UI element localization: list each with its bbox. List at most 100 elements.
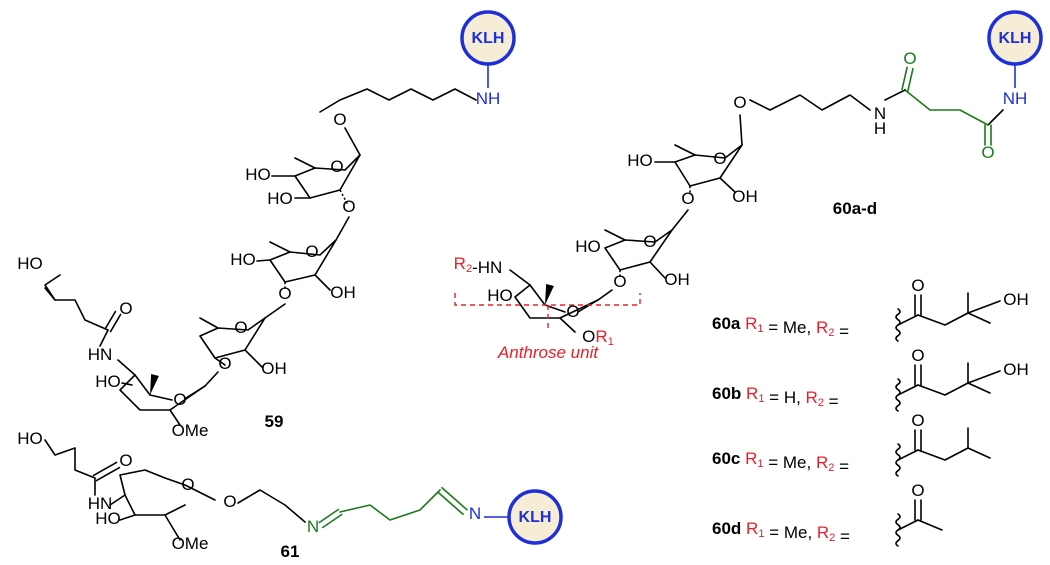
- variant-text: =: [834, 322, 849, 341]
- bond: [671, 209, 689, 231]
- label-part: Anthrose unit: [497, 343, 599, 362]
- imine-n: N: [469, 504, 481, 523]
- label-part: O: [330, 157, 343, 176]
- label-part: O: [305, 242, 318, 261]
- label-part: O: [119, 451, 132, 470]
- ho: HO: [627, 151, 653, 170]
- label-part: HN: [88, 494, 113, 513]
- label-part: O: [713, 149, 726, 168]
- label-part: -: [472, 258, 478, 277]
- ho: HO: [95, 509, 121, 528]
- bond: [559, 317, 576, 333]
- label-part: HO: [627, 151, 653, 170]
- bond: [124, 494, 186, 516]
- ring-o: O: [173, 390, 186, 409]
- o-glycosidic: O: [218, 354, 231, 373]
- label-part: O: [234, 318, 247, 337]
- variant-row: 60b R1 = H, R2 =: [712, 384, 839, 411]
- variant-text: =: [764, 453, 783, 472]
- bond: [199, 317, 219, 329]
- bond: [604, 229, 626, 241]
- label-part: HO: [267, 189, 293, 208]
- hn: HN: [88, 494, 113, 513]
- label-part: HN: [478, 258, 503, 277]
- ome: OMe: [172, 534, 209, 553]
- anthrose-bracket: [454, 293, 641, 306]
- label-part: O: [342, 197, 355, 216]
- double-bond: [92, 461, 118, 477]
- bond: [649, 261, 666, 279]
- variant-text: R: [806, 388, 818, 407]
- compound-label-61: 61: [281, 542, 300, 561]
- ho: HO: [95, 372, 121, 391]
- variant-text: R: [816, 318, 828, 337]
- variant-compound-label: 60a: [712, 314, 745, 333]
- variant-text: R: [816, 453, 828, 472]
- ring-o: O: [643, 232, 656, 251]
- pyranose-ring: [674, 144, 743, 187]
- bond: [335, 216, 350, 241]
- imine-n: N: [307, 517, 319, 536]
- bond: [44, 439, 96, 496]
- bond: [117, 359, 136, 376]
- label-part: O: [218, 354, 231, 373]
- label-part: HO: [95, 372, 121, 391]
- label-part: 59: [265, 412, 284, 431]
- label-part: R: [454, 254, 466, 273]
- label-part: O: [733, 93, 746, 112]
- label-part: O: [613, 272, 626, 291]
- r2-hn: R2-HN: [454, 254, 503, 277]
- double-bond: [907, 67, 914, 92]
- label-part: HO: [17, 429, 43, 448]
- o-glycosidic: O: [613, 272, 626, 291]
- succinyl-linker: [904, 89, 989, 126]
- carbonyl-o: O: [119, 299, 132, 318]
- ho: HO: [17, 429, 43, 448]
- double-bond: [104, 310, 117, 330]
- label-part: O: [643, 232, 656, 251]
- bond: [121, 382, 133, 386]
- label-part: 61: [281, 542, 300, 561]
- label-part: OH: [1003, 290, 1029, 309]
- label-part: KLH: [472, 30, 505, 47]
- bond: [314, 274, 331, 291]
- label-part: HO: [245, 165, 271, 184]
- bond: [897, 384, 919, 396]
- oh: OH: [261, 359, 287, 378]
- klh-label: KLH: [999, 30, 1032, 47]
- variant-text: R: [746, 519, 758, 538]
- label-part: O: [223, 492, 236, 511]
- double-bond: [321, 513, 343, 529]
- variant-text: ,: [807, 453, 816, 472]
- variant-text: 2: [828, 462, 834, 474]
- bond: [739, 114, 743, 146]
- bond: [987, 109, 1004, 126]
- label-part: KLH: [519, 509, 552, 526]
- label-part: O: [981, 143, 994, 162]
- bond: [719, 177, 736, 193]
- o-linker-60: O: [733, 93, 746, 112]
- label-subscript: 2: [466, 263, 472, 275]
- variant-compound-label: 60c: [712, 449, 745, 468]
- bond: [917, 519, 943, 531]
- label-part: OH: [1003, 360, 1029, 379]
- bond: [99, 329, 109, 347]
- label-part: O: [911, 276, 924, 295]
- bond: [917, 382, 991, 396]
- bond: [264, 303, 286, 319]
- wedge-bond: [150, 374, 159, 395]
- carbonyl-o: O: [903, 49, 916, 68]
- ring-o: O: [305, 242, 318, 261]
- label-part: O: [582, 327, 595, 346]
- variant-text: R: [817, 523, 829, 542]
- oh: OH: [664, 270, 690, 289]
- double-bond: [901, 66, 908, 91]
- label-part: N: [307, 517, 319, 536]
- pyranose-ring: [604, 229, 673, 271]
- variant-text: 1: [758, 528, 764, 540]
- variant-text: R: [746, 384, 758, 403]
- label-part: HO: [95, 509, 121, 528]
- klh-label: KLH: [472, 30, 505, 47]
- variant-text: ,: [807, 318, 816, 337]
